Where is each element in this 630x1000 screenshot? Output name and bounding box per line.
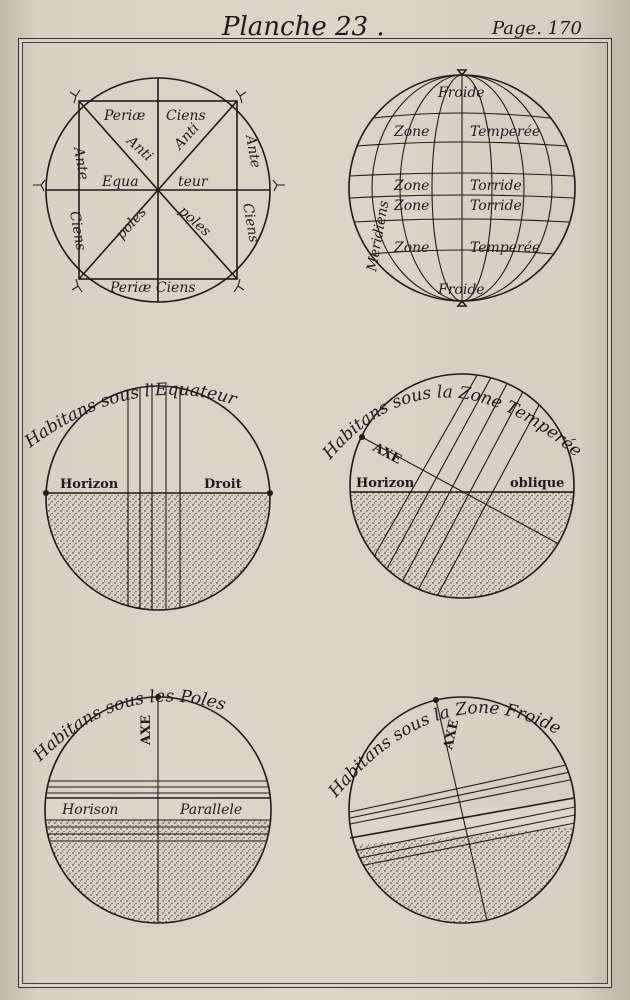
fig1-label-top-right: Ciens xyxy=(166,108,206,124)
fig6-circle xyxy=(348,696,576,924)
fig1-label-diag-ur: Anti xyxy=(170,120,203,154)
fig6-light-band xyxy=(349,800,575,846)
fig1-label-top-left: Periæ xyxy=(103,108,145,124)
fig4-label-axe: AXE xyxy=(369,440,404,468)
fig2-parallels xyxy=(349,112,575,255)
fig1-label-diag-lr: poles xyxy=(175,203,213,240)
fig5-pole-inhabitants: Habitans sous les Poles AXE Hor xyxy=(29,686,272,924)
fig2-label-row1-left: Zone xyxy=(393,124,429,140)
fig6-pole-star xyxy=(433,697,439,703)
fig2-label-row4-right: Temperée xyxy=(470,240,540,256)
fig1-label-bottom: Periæ Ciens xyxy=(109,280,196,296)
fig2-north-pole-star xyxy=(456,69,468,77)
fig5-caption: Habitans sous les Poles xyxy=(29,686,229,766)
fig5-pole-star xyxy=(155,694,161,700)
fig2-zones-globe: Froide Zone Temperée Zone Torride Zone T… xyxy=(348,69,576,307)
fig2-label-bottom: Froide xyxy=(437,282,485,298)
fig6-horizon-line xyxy=(349,797,575,839)
fig3-caption: Habitans sous l'Equateur xyxy=(20,380,239,453)
fig6-label-axe: AXE xyxy=(441,718,462,752)
fig4-label-horizon: Horizon xyxy=(356,476,415,491)
fig1-inhabitant-figures xyxy=(33,89,285,293)
fig1-label-center-left: Equa xyxy=(101,174,139,190)
fig5-label-axe: AXE xyxy=(139,715,154,746)
svg-text:Habitans sous les Poles: Habitans sous les Poles xyxy=(29,686,229,766)
fig3-sun-paths xyxy=(127,386,181,610)
fig3-equator-inhabitants: Habitans sous l'Equateur Horizon Droit xyxy=(20,380,273,611)
fig6-axis-line xyxy=(435,699,489,923)
fig1-label-diag-ll: poles xyxy=(113,204,150,242)
fig3-label-horizon: Horizon xyxy=(60,477,119,492)
fig1-antipodes-diagram: Periæ Ciens Ante Ciens Ante Ciens Equa t… xyxy=(33,77,285,303)
fig1-diagonal-b xyxy=(78,100,238,280)
fig3-pole-star-right xyxy=(267,490,273,496)
fig6-sun-paths xyxy=(349,761,575,869)
fig2-label-row3-right: Torride xyxy=(470,198,522,214)
fig1-label-diag-ul: Anti xyxy=(122,132,156,165)
fig6-cold-zone-inhabitants: Habitans sous la Zone Froide AXE xyxy=(324,696,576,924)
fig2-label-row3-left: Zone xyxy=(393,198,429,214)
fig2-label-row2-left: Zone xyxy=(393,178,429,194)
fig3-label-droit: Droit xyxy=(204,477,242,492)
svg-text:Habitans sous la Zone Froide: Habitans sous la Zone Froide xyxy=(324,698,564,802)
plate-title: Planche 23 . xyxy=(222,12,385,42)
fig3-pole-star-left xyxy=(43,490,49,496)
fig4-earth-shading xyxy=(350,492,574,598)
fig4-caption: Habitans sous la Zone Temperée xyxy=(318,382,585,464)
fig2-label-row1-right: Temperée xyxy=(470,124,540,140)
fig5-label-horison: Horison xyxy=(61,802,118,818)
plate-border xyxy=(18,38,612,988)
fig4-axis-line xyxy=(359,435,571,551)
fig1-label-right-upper: Ante xyxy=(242,132,264,169)
svg-text:Habitans sous l'Equateur: Habitans sous l'Equateur xyxy=(20,380,239,453)
fig3-earth-shading xyxy=(46,493,270,610)
fig2-label-row2-right: Torride xyxy=(470,178,522,194)
fig3-circle xyxy=(45,385,271,611)
fig1-label-center-right: teur xyxy=(178,174,209,190)
fig1-label-left-upper: Ante xyxy=(70,144,92,181)
fig2-label-side: Meridiens xyxy=(364,199,392,273)
fig4-label-oblique: oblique xyxy=(510,476,564,491)
fig5-earth-shading xyxy=(45,810,271,923)
fig4-temperate-inhabitants: Habitans sous la Zone Temperée AXE Horiz… xyxy=(318,373,586,599)
fig1-label-left-lower: Ciens xyxy=(66,210,89,252)
fig4-pole-star xyxy=(359,434,365,440)
fig5-sun-paths xyxy=(45,780,271,842)
fig6-caption: Habitans sous la Zone Froide xyxy=(324,698,564,802)
fig5-label-parallele: Parallele xyxy=(179,802,242,818)
fig4-sun-paths xyxy=(371,374,545,598)
fig2-label-top: Froide xyxy=(437,85,485,101)
fig2-south-pole-star xyxy=(456,299,468,307)
fig1-label-right-lower: Ciens xyxy=(239,202,262,244)
page-number: Page. 170 xyxy=(492,18,583,39)
svg-text:Habitans sous la Zone Temperée: Habitans sous la Zone Temperée xyxy=(318,382,585,464)
fig4-circle xyxy=(349,373,575,599)
fig2-label-row4-left: Zone xyxy=(393,240,429,256)
